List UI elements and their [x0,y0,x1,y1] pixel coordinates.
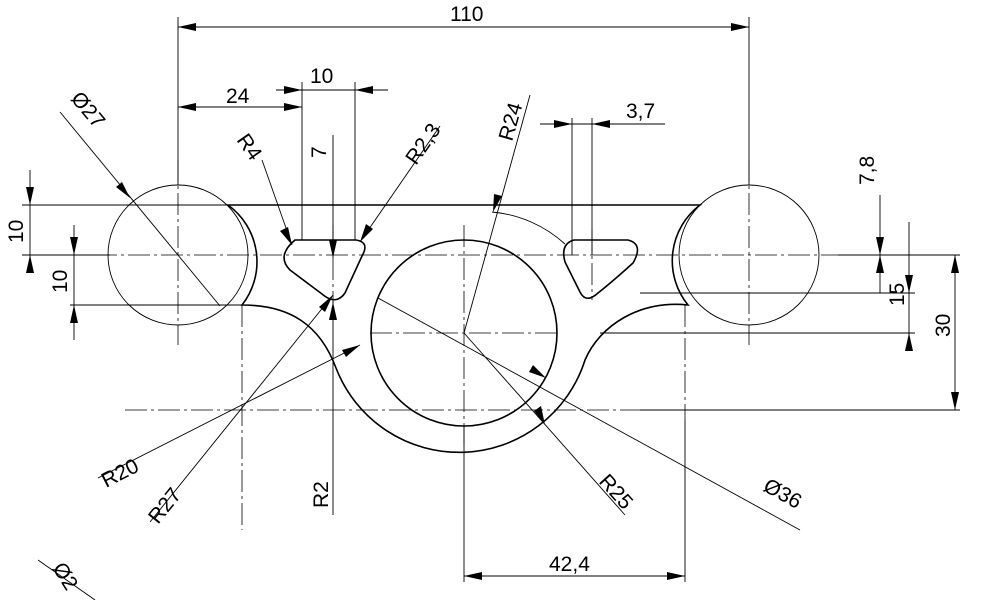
dim-24-label: 24 [226,85,250,108]
center-lines [95,160,958,530]
r24-arc [491,211,566,245]
diameter-partial-label: Ø2 [48,558,82,594]
dim-10-left-upper-label: 10 [5,220,28,243]
dim-10-top-label: 10 [310,65,333,88]
dim-42-4-label: 42,4 [549,553,590,576]
dim-10-left-lower-label: 10 [49,270,72,293]
right-slot [562,239,639,300]
dim-110-label: 110 [450,3,483,26]
dimension-lines [26,23,959,580]
dim-15-label: 15 [886,283,909,306]
radius-r20-label: R20 [98,454,143,492]
part-outline [107,184,820,454]
diameter-27-label: Ø27 [66,87,109,132]
radius-r4-label: R4 [232,130,266,165]
diameter-36-label: Ø36 [760,474,806,513]
dim-7-label: 7 [308,146,331,158]
dimension-texts: 110 24 10 7 3,7 7,8 10 10 15 30 42,4 R4 … [5,3,955,594]
left-slot [283,239,366,301]
extension-lines [22,17,960,582]
radius-r24-label: R24 [495,100,528,144]
dim-30-label: 30 [932,314,955,337]
outer-contour [225,204,703,454]
dim-3-7-label: 3,7 [626,100,655,123]
leaders [37,94,801,600]
radius-r25-label: R25 [594,470,637,514]
radius-r2-3-label: R2,3 [401,119,445,169]
radius-r2-label: R2 [310,481,333,508]
dim-7-8-label: 7,8 [856,156,879,185]
